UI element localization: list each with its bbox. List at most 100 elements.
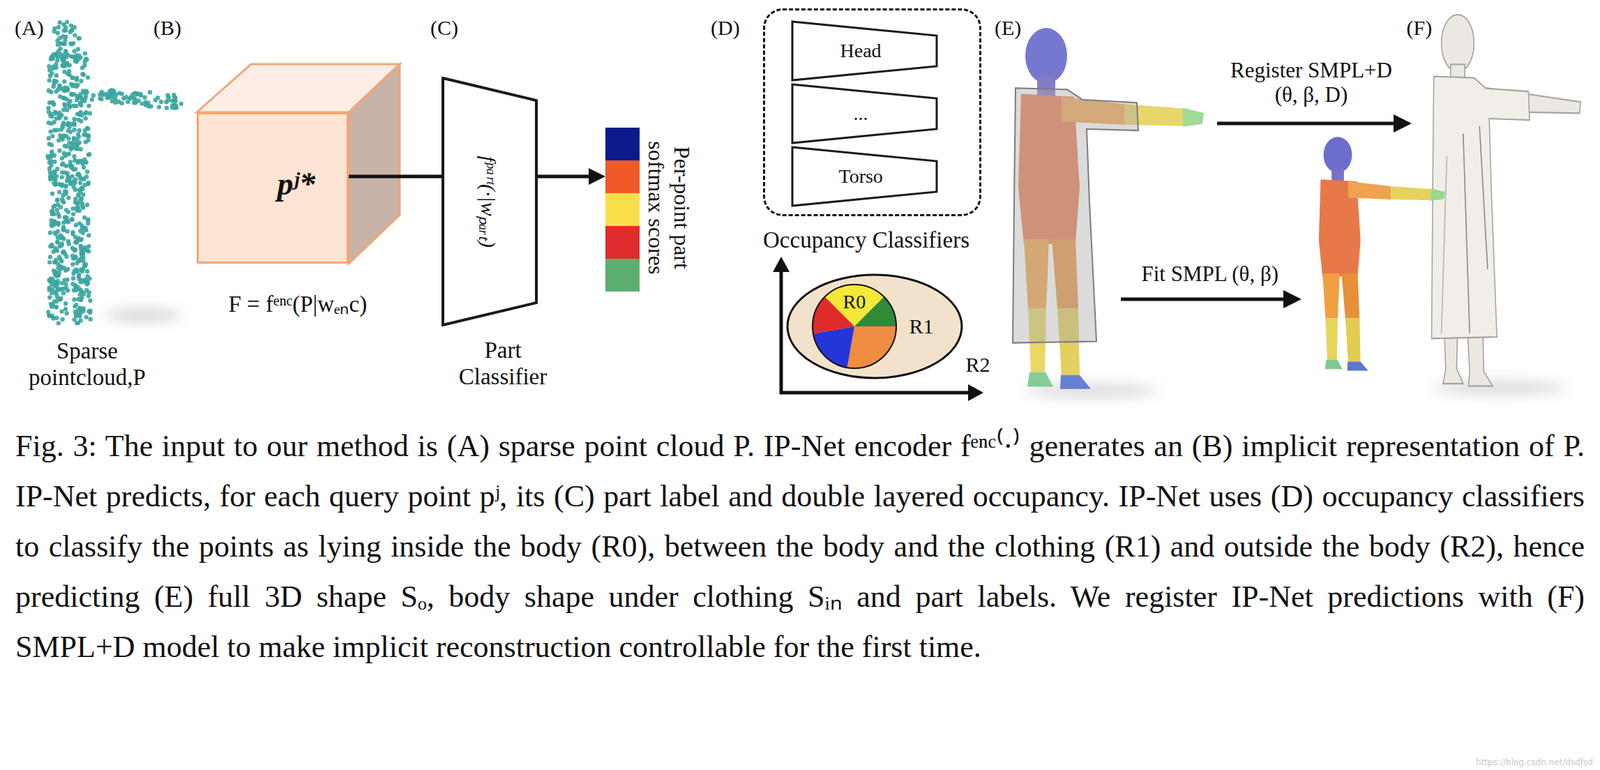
cloud-point: [70, 75, 75, 80]
cloud-point: [66, 209, 71, 215]
cloud-point: [170, 105, 175, 110]
cloud-point: [83, 56, 88, 61]
registered-clothing: [1431, 76, 1530, 339]
cloud-point: [57, 148, 62, 153]
cloud-point: [84, 288, 89, 293]
cloud-point: [47, 68, 52, 73]
panel-letter: (F): [1406, 16, 1433, 41]
panel-letter: (E): [994, 16, 1022, 41]
cloud-point: [71, 127, 77, 132]
ellipse-outline: [787, 274, 962, 379]
cloud-point: [64, 214, 69, 220]
cloud-point: [59, 175, 65, 180]
cloud-point: [52, 153, 57, 158]
cloud-point: [70, 230, 75, 235]
cloud-point: [49, 290, 54, 296]
cloud-point: [71, 178, 76, 183]
cloud-point: [142, 95, 147, 100]
cloud-point: [46, 278, 51, 283]
cloud-point: [76, 134, 81, 139]
cloud-point: [84, 89, 89, 95]
cloud-point: [79, 185, 84, 190]
cloud-point: [80, 97, 85, 102]
cloud-point: [70, 206, 75, 211]
cloud-point: [46, 109, 51, 114]
cloud-point: [131, 100, 137, 105]
cloud-point: [163, 99, 169, 104]
cloud-point: [75, 82, 80, 88]
cloud-point: [66, 195, 71, 200]
cloud-point: [57, 82, 62, 88]
cloud-point: [57, 189, 62, 194]
cloud-point: [85, 75, 90, 80]
cloud-point: [84, 160, 89, 165]
cloud-point: [46, 313, 51, 318]
cloud-point: [155, 95, 160, 100]
cloud-point: [73, 283, 78, 288]
cloud-point: [63, 115, 68, 120]
cloud-point: [55, 197, 60, 202]
cloud-point: [46, 136, 51, 141]
cloud-point: [54, 173, 59, 178]
cloud-point: [74, 141, 79, 146]
cloud-point: [73, 311, 79, 316]
cloud-point: [54, 116, 59, 121]
cloud-point: [67, 104, 72, 109]
output-note: Per-point part softmax scores: [643, 127, 695, 289]
shape-outline: [605, 127, 640, 292]
cloud-point: [81, 248, 86, 253]
cloud-point: [46, 106, 51, 111]
softmax-color-bar: Per-point part softmax scores: [605, 127, 640, 292]
cloud-point: [81, 165, 86, 170]
cloud-point: [63, 50, 68, 55]
cloud-point: [76, 258, 81, 263]
watermark: https://blog.csdn.net/dsdfsd: [1475, 758, 1594, 768]
cloud-point: [51, 268, 56, 273]
cloud-point: [77, 128, 82, 133]
cloud-point: [50, 302, 56, 307]
cloud-point: [112, 96, 118, 102]
cloud-point: [71, 122, 77, 127]
cloud-point: [80, 225, 85, 231]
cloud-point: [85, 169, 90, 174]
cloud-point: [71, 184, 76, 190]
cloud-point: [119, 101, 125, 106]
cloud-point: [55, 212, 60, 217]
occupancy-classifier: ...: [790, 82, 939, 145]
cloud-point: [62, 64, 67, 69]
cloud-point: [46, 120, 51, 125]
cloud-point: [75, 238, 80, 243]
cloud-point: [50, 133, 55, 139]
cloud-point: [88, 317, 93, 322]
cloud-point: [50, 204, 56, 209]
cloud-point: [132, 90, 137, 95]
region-name: R2: [965, 352, 991, 378]
region-ellipse: R1R0: [786, 273, 964, 380]
component-caption: Occupancy Classifiers: [763, 227, 970, 254]
cloud-point: [57, 46, 63, 51]
cloud-point: [48, 244, 53, 249]
cloud-point: [70, 75, 75, 80]
cloud-point: [72, 317, 77, 322]
cloud-point: [78, 92, 83, 97]
occupancy-group: Occupancy ClassifiersHead...Torso: [763, 8, 982, 217]
cloud-point: [62, 153, 67, 158]
cloud-point: [76, 272, 81, 277]
cloud-point: [138, 92, 143, 97]
cloud-point: [53, 89, 58, 94]
cloud-point: [50, 208, 55, 213]
cloud-point: [61, 265, 66, 270]
cloud-point: [69, 92, 74, 97]
ground-shadow: [104, 308, 182, 322]
cloud-point: [48, 218, 54, 223]
cloud-point: [59, 317, 65, 322]
cloud-point: [89, 97, 95, 102]
region-name: R0: [843, 290, 867, 314]
cloud-point: [166, 94, 171, 100]
fold-line: [1479, 126, 1488, 270]
cloud-point: [69, 81, 74, 86]
cloud-point: [50, 56, 56, 61]
encoder-cube: pʲ*F = fᵉⁿᶜ(P|wₑₙc): [196, 112, 349, 264]
part-classifier-trapezoid: fᵖᵃʳᵗ(·|wₚₐᵣₜ)Part Classifier: [441, 76, 538, 327]
